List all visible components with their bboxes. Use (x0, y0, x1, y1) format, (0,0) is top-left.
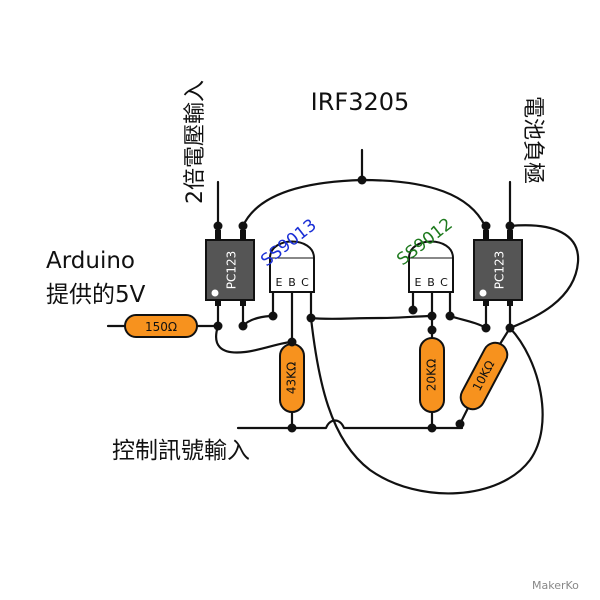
wire-irf-arc (241, 178, 487, 228)
wire-oc-to-emitter (241, 314, 275, 328)
wire-ss9012-c-link (448, 314, 488, 330)
wire-big-loop (309, 316, 544, 495)
ss9013-pin-e: E (276, 276, 283, 289)
resistor-10k: 10KΩ (459, 341, 509, 411)
junction-nodes (213, 175, 515, 433)
resistor-20k-label: 20KΩ (425, 359, 439, 391)
optocoupler-right: PC123 (473, 230, 523, 306)
arduino-label: Arduino (46, 248, 135, 274)
resistor-43k: 43KΩ (279, 343, 305, 413)
ss9013-pin-b: B (288, 276, 296, 289)
ss9012-pin-c: C (440, 276, 448, 289)
resistor-150-label: 150Ω (145, 320, 177, 334)
resistor-150: 150Ω (124, 314, 198, 338)
irf-label: IRF3205 (311, 88, 410, 116)
ss9013-pin-c: C (301, 276, 309, 289)
wire-right-loop (508, 224, 580, 330)
optocoupler-left: PC123 (205, 230, 255, 306)
ss9012-pin-e: E (415, 276, 422, 289)
control-input-label: 控制訊號輸入 (112, 438, 250, 464)
transistor-ss9012: E B C SS9012 (393, 214, 457, 293)
transistor-ss9013: E B C SS9013 (257, 215, 321, 293)
optocoupler-right-label: PC123 (493, 251, 507, 290)
double-voltage-label: 2倍電壓輸入 (183, 80, 208, 204)
resistor-43k-label: 43KΩ (285, 362, 299, 394)
wire-control-input (236, 419, 464, 430)
battery-negative-label: 電池負極 (520, 96, 545, 184)
resistor-20k: 20KΩ (419, 337, 445, 413)
arduino-5v-label: 提供的5V (46, 282, 146, 308)
ss9012-pin-b: B (427, 276, 435, 289)
optocoupler-left-label: PC123 (225, 251, 239, 290)
wire-oc-left-loop (215, 324, 294, 354)
watermark: MakerKo (532, 579, 579, 592)
wire-collector-link (309, 314, 434, 320)
